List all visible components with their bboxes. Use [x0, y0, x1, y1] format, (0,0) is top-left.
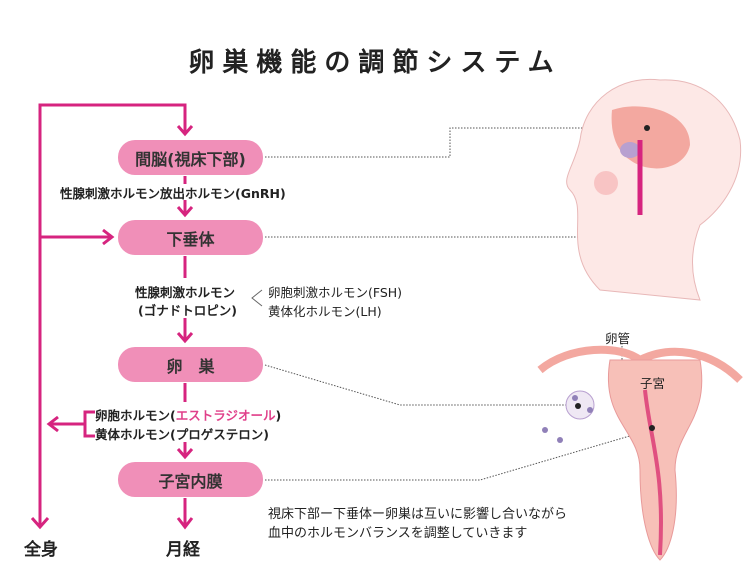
- head-illustration: [566, 78, 742, 301]
- box-ovary: 卵 巣: [118, 347, 263, 382]
- feedback-line: [38, 103, 187, 525]
- label-uterus: 子宮: [640, 376, 666, 391]
- arrow-whole-body: [30, 517, 50, 530]
- label-follicle-hormone: 卵胞ホルモン(エストラジオール): [95, 405, 281, 424]
- arrow-menstruation: [176, 498, 194, 530]
- page-title: 卵巣機能の調節システム: [188, 48, 562, 78]
- arrow-to-pituitary: [40, 228, 115, 246]
- uterus-illustration: [537, 345, 743, 561]
- label-gonadotropin-alt: (ゴナドトロピン): [138, 303, 237, 318]
- box-endometrium: 子宮内膜: [118, 462, 263, 497]
- label-whole-body: 全身: [24, 540, 58, 560]
- arrow-hormones-body: [46, 410, 95, 438]
- label-fsh: 卵胞刺激ホルモン(FSH): [268, 285, 403, 300]
- follicle-suffix: ): [275, 408, 282, 423]
- note-line-1: 視床下部ー下垂体ー卵巣は互いに影響し合いながら: [268, 507, 568, 522]
- note-line-2: 血中のホルモンバランスを調整していきます: [268, 526, 528, 541]
- label-lh: 黄体化ホルモン(LH): [268, 304, 382, 319]
- label-gonadotropin: 性腺刺激ホルモン: [135, 285, 236, 300]
- label-gnrh: 性腺刺激ホルモン放出ホルモン(GnRH): [60, 186, 286, 201]
- follicle-prefix: 卵胞ホルモン(: [95, 408, 176, 423]
- estradiol: エストラジオール: [175, 408, 276, 423]
- box-hypothalamus: 間脳(視床下部): [118, 140, 263, 175]
- label-progesterone: 黄体ホルモン(プロゲステロン): [95, 427, 269, 442]
- box-pituitary: 下垂体: [118, 220, 263, 255]
- label-oviduct: 卵管: [605, 331, 631, 346]
- label-menstruation: 月経: [166, 540, 200, 560]
